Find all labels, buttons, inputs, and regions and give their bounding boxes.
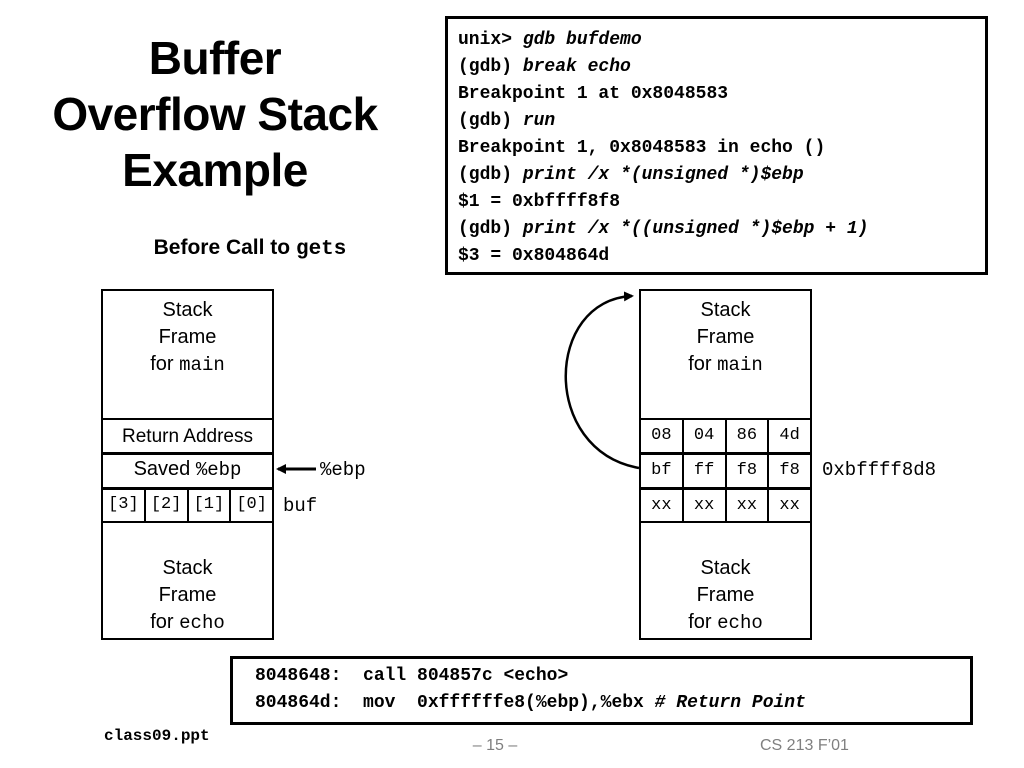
right-stack-diagram: Stack Frame for main 08 04 86 4d bf ff f… xyxy=(639,289,812,640)
divider xyxy=(103,487,272,490)
left-stack-diagram: Stack Frame for main Return Address Save… xyxy=(101,289,274,640)
title-line-3: Example xyxy=(122,144,308,196)
byte-cell: f8 xyxy=(767,455,810,487)
buf-cell: [1] xyxy=(186,490,230,521)
title-line-1: Buffer xyxy=(148,32,282,84)
gdb-line: (gdb) print /x *(unsigned *)$ebp xyxy=(458,165,804,185)
divider xyxy=(103,521,272,523)
footer-page-number: – 15 – xyxy=(472,737,518,754)
byte-cell: xx xyxy=(724,490,768,521)
saved-ebp-bytes: bf ff f8 f8 xyxy=(641,455,810,487)
slide-title: Buffer Overflow Stack Example xyxy=(20,30,410,198)
gdb-line: Breakpoint 1 at 0x8048583 xyxy=(458,84,729,104)
divider xyxy=(103,418,272,420)
title-line-2: Overflow Stack xyxy=(52,88,378,140)
buf-label: buf xyxy=(283,495,318,517)
subtitle-code: gets xyxy=(295,238,347,261)
gdb-line: $3 = 0x804864d xyxy=(458,246,610,266)
divider xyxy=(103,452,272,455)
byte-cell: 08 xyxy=(651,426,672,445)
gdb-line: $1 = 0xbffff8f8 xyxy=(458,192,621,212)
buf-bytes: xx xx xx xx xyxy=(641,490,810,521)
saved-ebp-link-arrow xyxy=(564,291,640,470)
byte-cell: bf xyxy=(651,461,672,480)
ebp-pointer-label: %ebp xyxy=(320,459,366,481)
asm-line-1: 8048648: call 804857c <echo> xyxy=(255,666,569,686)
footer-filename: class09.ppt xyxy=(104,727,210,745)
return-address-cell: Return Address xyxy=(122,426,253,447)
ebp-address-label: 0xbffff8d8 xyxy=(822,459,937,481)
asm-line-2: 804864d: mov 0xffffffe8(%ebp),%ebx # Ret… xyxy=(255,693,806,713)
saved-ebp-cell: Saved %ebp xyxy=(133,458,242,481)
echo-stack-frame: Stack Frame for echo xyxy=(688,557,763,634)
byte-cell: 4d xyxy=(767,420,810,452)
divider xyxy=(641,418,810,420)
assembly-box: 8048648: call 804857c <echo> 804864d: mo… xyxy=(230,656,973,725)
gdb-line: (gdb) run xyxy=(458,111,556,131)
buf-cells-row: [3] [2] [1] [0] xyxy=(103,490,272,521)
diagram-subtitle: Before Call to gets xyxy=(90,236,410,261)
gdb-line: unix> gdb bufdemo xyxy=(458,30,642,50)
main-stack-frame: Stack Frame for main xyxy=(688,299,763,376)
gdb-session-box: unix> gdb bufdemo (gdb) break echo Break… xyxy=(445,16,988,275)
buf-cell: [2] xyxy=(143,490,187,521)
byte-cell: xx xyxy=(767,490,810,521)
subtitle-text: Before Call to xyxy=(153,236,296,259)
byte-cell: xx xyxy=(681,490,725,521)
return-address-bytes: 08 04 86 4d xyxy=(641,420,810,452)
gdb-line: Breakpoint 1, 0x8048583 in echo () xyxy=(458,138,826,158)
byte-cell: f8 xyxy=(724,455,768,487)
byte-cell: xx xyxy=(651,496,672,515)
byte-cell: 04 xyxy=(681,420,725,452)
buf-cell: [0] xyxy=(229,490,272,521)
divider xyxy=(641,487,810,490)
gdb-line: (gdb) break echo xyxy=(458,57,631,77)
footer-course: CS 213 F’01 xyxy=(760,737,849,754)
divider xyxy=(641,452,810,455)
divider xyxy=(641,521,810,523)
main-stack-frame: Stack Frame for main xyxy=(150,299,225,376)
byte-cell: 86 xyxy=(724,420,768,452)
gdb-line: (gdb) print /x *((unsigned *)$ebp + 1) xyxy=(458,219,869,239)
buf-cell: [3] xyxy=(108,495,139,514)
byte-cell: ff xyxy=(681,455,725,487)
echo-stack-frame: Stack Frame for echo xyxy=(150,557,225,634)
